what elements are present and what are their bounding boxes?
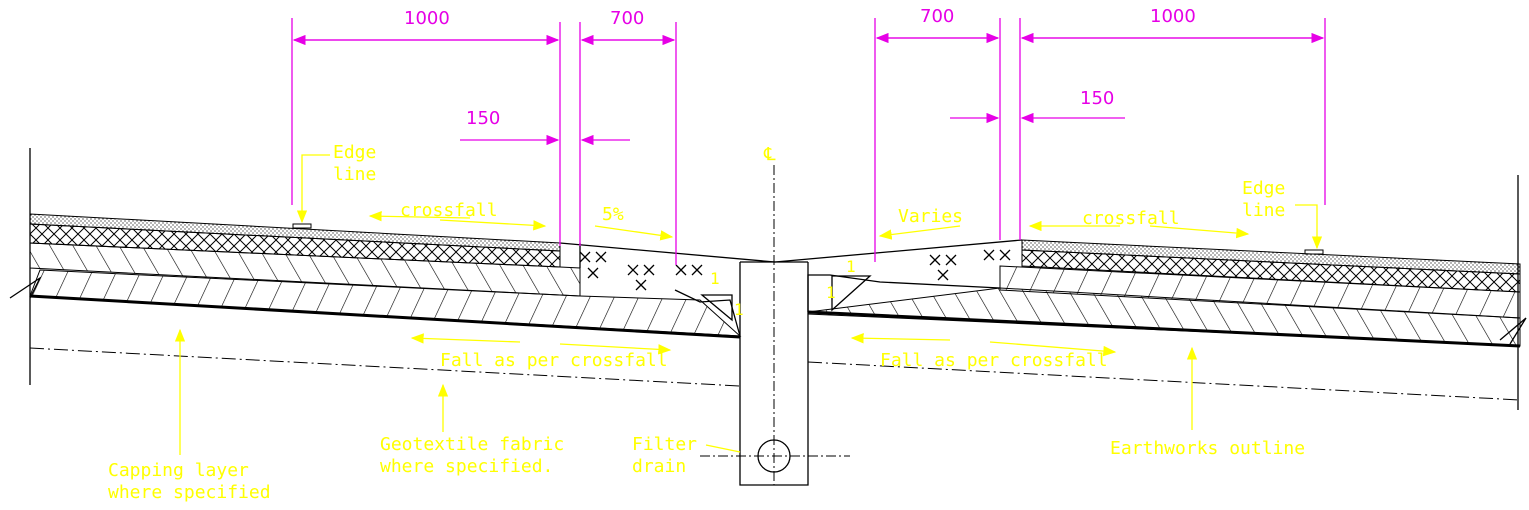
left-ratio-triangle bbox=[700, 294, 733, 322]
dim-left-offset: 150 bbox=[466, 108, 500, 129]
slope-percent: 5% bbox=[602, 204, 624, 225]
edge-line-left-2: line bbox=[333, 164, 376, 185]
edge-line-right-1: Edge bbox=[1242, 178, 1285, 199]
crossfall-right: crossfall bbox=[1082, 208, 1180, 229]
left-pavement-layers bbox=[9, 148, 742, 387]
edge-line-right-2: line bbox=[1242, 200, 1285, 221]
left-channel-wedge bbox=[674, 289, 741, 337]
right-ratio-triangle bbox=[831, 275, 872, 312]
ratio-one-a: 1 bbox=[710, 269, 720, 288]
right-pavement-layers bbox=[807, 175, 1527, 410]
left-channel-surface bbox=[559, 242, 776, 263]
centreline-symbol: ℄ bbox=[763, 144, 776, 165]
dim-right-outer: 1000 bbox=[1150, 6, 1196, 27]
dimension-lines bbox=[291, 18, 1326, 265]
filter-drain bbox=[700, 165, 850, 486]
fall-left: Fall as per crossfall bbox=[440, 350, 668, 371]
right-break-symbol bbox=[1499, 317, 1527, 345]
dim-left-outer: 1000 bbox=[404, 8, 450, 29]
right-channel-wedge bbox=[807, 274, 1001, 312]
filter-drain-1: Filter bbox=[632, 434, 697, 455]
ratio-one-d: 1 bbox=[826, 283, 836, 302]
left-x-markers bbox=[579, 251, 703, 291]
right-earthworks-line bbox=[807, 361, 1521, 401]
left-earthworks-line bbox=[29, 347, 741, 387]
right-x-markers bbox=[929, 249, 1011, 281]
capping-layer-1: Capping layer bbox=[108, 460, 249, 481]
right-edge-line-marker bbox=[1304, 249, 1324, 255]
dim-right-offset: 150 bbox=[1080, 88, 1114, 109]
fall-right: Fall as per crossfall bbox=[880, 350, 1108, 371]
dim-right-channel: 700 bbox=[920, 6, 954, 27]
right-subbase bbox=[807, 287, 1521, 347]
left-break-symbol bbox=[9, 276, 42, 299]
geotextile-2: where specified. bbox=[380, 456, 553, 477]
capping-layer-2: where specified bbox=[108, 482, 271, 503]
ratio-one-c: 1 bbox=[846, 257, 856, 276]
varies-label: Varies bbox=[898, 206, 963, 227]
left-formation-line bbox=[29, 294, 741, 339]
left-edge-line-marker bbox=[292, 223, 312, 229]
right-channel-surface bbox=[774, 239, 1023, 263]
left-subbase bbox=[29, 269, 742, 337]
annotation-leaders bbox=[174, 154, 1323, 455]
earthworks-outline: Earthworks outline bbox=[1110, 438, 1305, 459]
edge-line-left-1: Edge bbox=[333, 142, 376, 163]
crossfall-left: crossfall bbox=[400, 200, 498, 221]
right-formation-line bbox=[807, 310, 1521, 348]
dim-left-channel: 700 bbox=[610, 8, 644, 29]
geotextile-1: Geotextile fabric bbox=[380, 434, 564, 455]
ratio-one-b: 1 bbox=[734, 300, 744, 319]
filter-drain-2: drain bbox=[632, 456, 686, 477]
